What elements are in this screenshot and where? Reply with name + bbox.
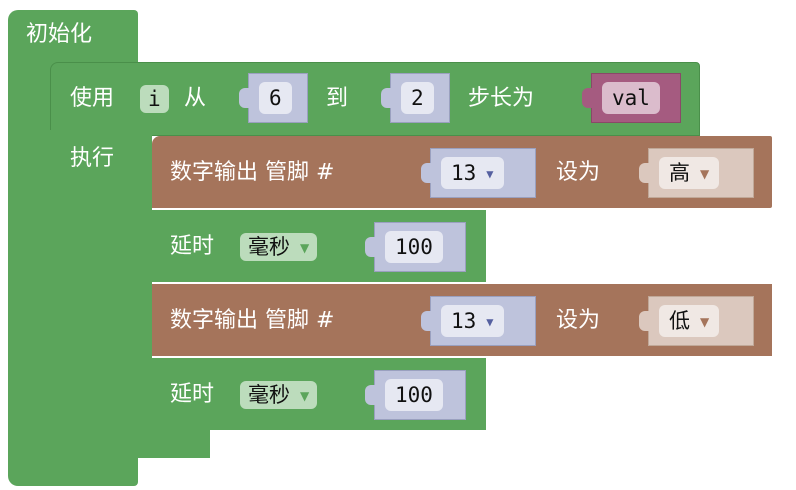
for-use-label: 使用: [70, 86, 115, 111]
dropdown-arrow-icon: ▼: [300, 241, 310, 255]
delay-value-input[interactable]: 100: [385, 231, 443, 263]
delay-label: 延时: [170, 234, 215, 259]
delay-value-input[interactable]: 100: [385, 379, 443, 411]
for-do-label: 执行: [70, 146, 115, 171]
to-value-input[interactable]: 2: [401, 82, 434, 114]
delay-unit-dropdown[interactable]: 毫秒 ▼: [240, 233, 318, 261]
level-value: 高: [669, 161, 690, 185]
dropdown-arrow-icon: ▼: [300, 389, 310, 403]
pin-value: 13: [451, 309, 477, 333]
pin-dropdown[interactable]: 13 ▼: [441, 157, 504, 189]
delay-label: 延时: [170, 382, 215, 407]
level-dropdown[interactable]: 低▼: [659, 305, 720, 337]
dropdown-arrow-icon: ▼: [486, 315, 494, 329]
digital-write-label: 数字输出 管脚 #: [170, 308, 335, 333]
set-label: 设为: [556, 308, 601, 333]
step-variable-field[interactable]: val: [602, 82, 660, 114]
for-from-label: 从: [184, 86, 207, 111]
delay-unit-value: 毫秒: [248, 383, 290, 407]
delay-unit-dropdown[interactable]: 毫秒 ▼: [240, 381, 318, 409]
dropdown-arrow-icon: ▼: [486, 167, 494, 181]
delay-unit-value: 毫秒: [248, 235, 290, 259]
pin-dropdown[interactable]: 13 ▼: [441, 305, 504, 337]
dropdown-arrow-icon: ▼: [700, 315, 710, 329]
from-value-input[interactable]: 6: [259, 82, 292, 114]
for-to-label: 到: [326, 86, 349, 111]
step-slot: [582, 73, 681, 123]
dropdown-arrow-icon: ▼: [700, 167, 710, 181]
set-label: 设为: [556, 160, 601, 185]
for-loop-body-rail: [50, 130, 152, 458]
for-step-label: 步长为: [468, 86, 535, 111]
digital-write-label: 数字输出 管脚 #: [170, 160, 335, 185]
setup-label: 初始化: [26, 22, 93, 47]
level-value: 低: [669, 309, 690, 333]
pin-value: 13: [451, 161, 477, 185]
level-dropdown[interactable]: 高▼: [659, 157, 720, 189]
loop-variable-field[interactable]: i: [140, 85, 169, 113]
for-loop-bottom: [50, 430, 210, 458]
